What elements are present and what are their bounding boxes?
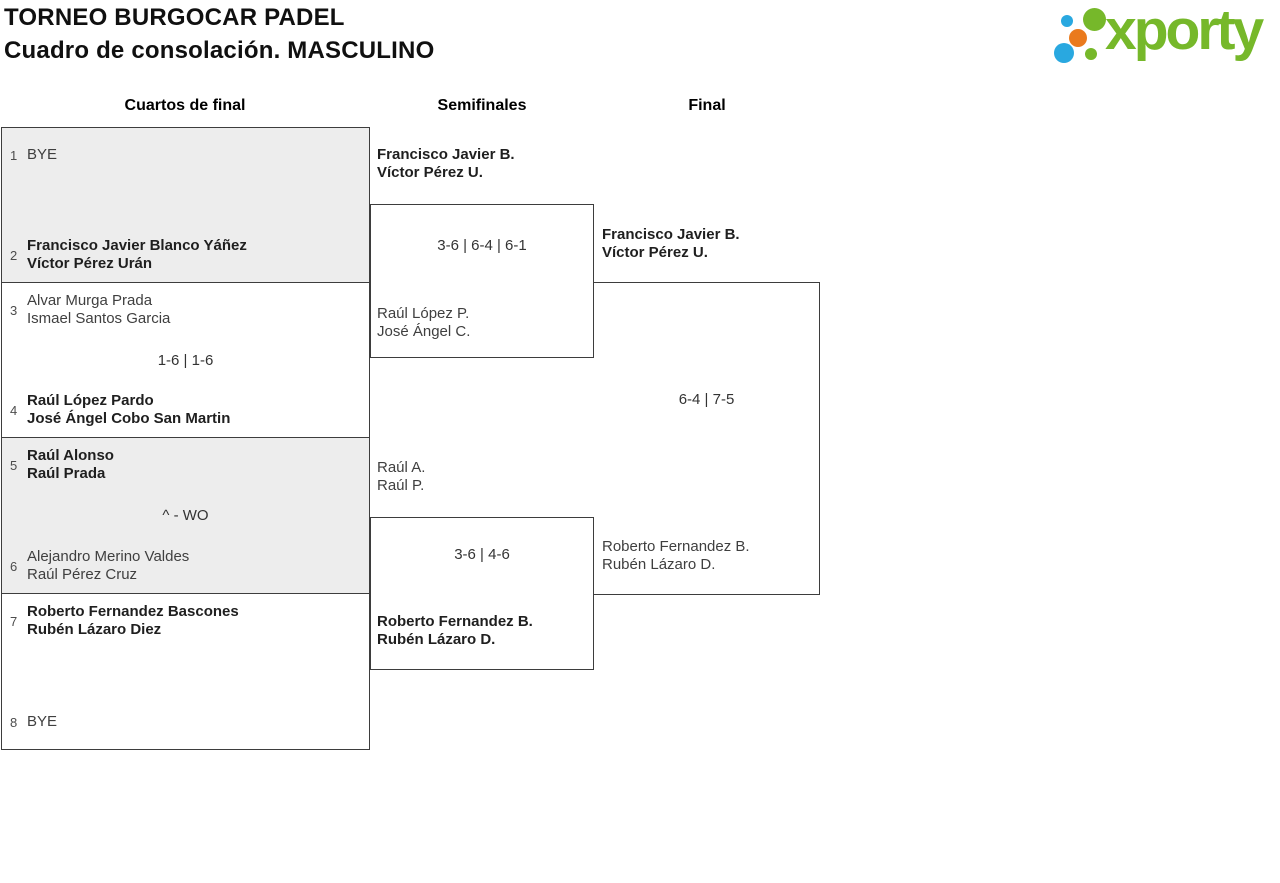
qf-match-3-box: 5 Raúl Alonso Raúl Prada ^ - WO 6 Alejan… [1,437,370,594]
qf2-bottom-slot: 4 Raúl López Pardo José Ángel Cobo San M… [2,392,369,428]
sf-match-1-box [370,204,594,358]
qf4-score-area [2,639,369,704]
qf4-bottom-slot: 8 BYE [2,704,369,740]
final-score: 6-4 | 7-5 [678,391,735,408]
team-names: Raúl Alonso Raúl Prada [27,447,114,482]
column-header-cuartos: Cuartos de final [124,97,246,114]
logo-dot-green-small-icon [1085,48,1097,60]
seed-number: 2 [10,247,18,263]
seed-number: 7 [10,613,18,629]
xporty-logo[interactable]: xporty [1050,0,1278,74]
team-names: Francisco Javier Blanco Yáñez Víctor Pér… [27,237,247,272]
sf1-score: 3-6 | 6-4 | 6-1 [437,237,527,254]
qf1-bottom-slot: 2 Francisco Javier Blanco Yáñez Víctor P… [2,237,369,273]
qf3-bottom-slot: 6 Alejandro Merino Valdes Raúl Pérez Cru… [2,548,369,584]
qf2-score-area: 1-6 | 1-6 [2,328,369,392]
seed-number: 3 [10,302,18,318]
team-names: BYE [27,146,58,163]
final-match-box [593,282,820,595]
team-names: Alejandro Merino Valdes Raúl Pérez Cruz [27,548,190,583]
team-names: Raúl López Pardo José Ángel Cobo San Mar… [27,392,231,427]
final-bottom-team: Roberto Fernandez B. Rubén Lázaro D. [602,538,750,573]
seed-number: 8 [10,714,18,730]
seed-number: 1 [10,147,18,163]
final-top-team: Francisco Javier B. Víctor Pérez U. [602,226,740,261]
team-names: Roberto Fernandez Bascones Rubén Lázaro … [27,603,239,638]
qf4-top-slot: 7 Roberto Fernandez Bascones Rubén Lázar… [2,603,369,639]
team-names: Alvar Murga Prada Ismael Santos Garcia [27,292,171,327]
logo-dot-orange-icon [1069,29,1087,47]
qf3-top-slot: 5 Raúl Alonso Raúl Prada [2,447,369,483]
logo-dot-blue-small-icon [1061,15,1073,27]
qf2-top-slot: 3 Alvar Murga Prada Ismael Santos Garcia [2,292,369,328]
column-header-final: Final [688,97,726,114]
seed-number: 4 [10,402,18,418]
sf1-bottom-team: Raúl López P. José Ángel C. [377,305,471,340]
team-names: BYE [27,713,58,730]
sf-match-2-box [370,517,594,670]
sf2-bottom-team: Roberto Fernandez B. Rubén Lázaro D. [377,613,533,648]
tournament-name: TORNEO BURGOCAR PADEL [4,4,345,31]
qf3-score-area: ^ - WO [2,483,369,548]
logo-dot-blue-large-icon [1054,43,1074,63]
logo-dot-green-large-icon [1083,8,1106,31]
logo-wordmark: xporty [1105,0,1264,62]
page-title: TORNEO BURGOCAR PADEL Cuadro de consolac… [4,1,434,67]
qf1-top-slot: 1 BYE [2,137,369,173]
bracket-subtitle: Cuadro de consolación. MASCULINO [4,37,435,64]
qf1-score-area [2,173,369,237]
qf-match-1-box: 1 BYE 2 Francisco Javier Blanco Yáñez Ví… [1,127,370,283]
sf1-top-team: Francisco Javier B. Víctor Pérez U. [377,146,515,181]
match-score: ^ - WO [162,507,209,524]
qf-match-2-box: 3 Alvar Murga Prada Ismael Santos Garcia… [1,282,370,438]
seed-number: 5 [10,457,18,473]
match-score: 1-6 | 1-6 [157,351,214,369]
seed-number: 6 [10,558,18,574]
sf2-score: 3-6 | 4-6 [454,546,510,563]
sf2-top-team: Raúl A. Raúl P. [377,459,426,494]
qf-match-4-box: 7 Roberto Fernandez Bascones Rubén Lázar… [1,593,370,750]
column-header-semifinales: Semifinales [437,97,527,114]
